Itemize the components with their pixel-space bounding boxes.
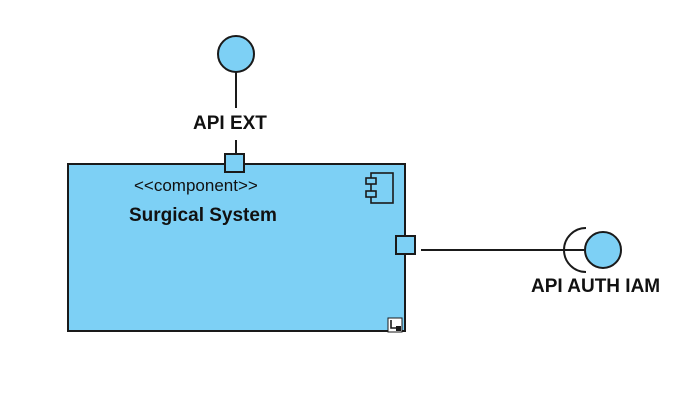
provided-interface-api-ext[interactable] — [217, 35, 255, 154]
provided-interface-circle[interactable] — [217, 35, 255, 73]
component-box[interactable] — [67, 163, 406, 332]
port-top[interactable] — [224, 153, 245, 173]
resize-handle-icon[interactable] — [387, 317, 403, 333]
required-interface-label: API AUTH IAM — [531, 276, 661, 297]
component-name: Surgical System — [129, 205, 277, 226]
component-icon — [365, 172, 394, 204]
required-interface-api-auth-iam[interactable] — [563, 227, 622, 273]
required-interface-socket — [563, 227, 587, 273]
required-interface-ball[interactable] — [584, 231, 622, 269]
port-right[interactable] — [395, 235, 416, 255]
provided-interface-label: API EXT — [193, 113, 267, 134]
component-stereotype: <<component>> — [134, 176, 258, 195]
